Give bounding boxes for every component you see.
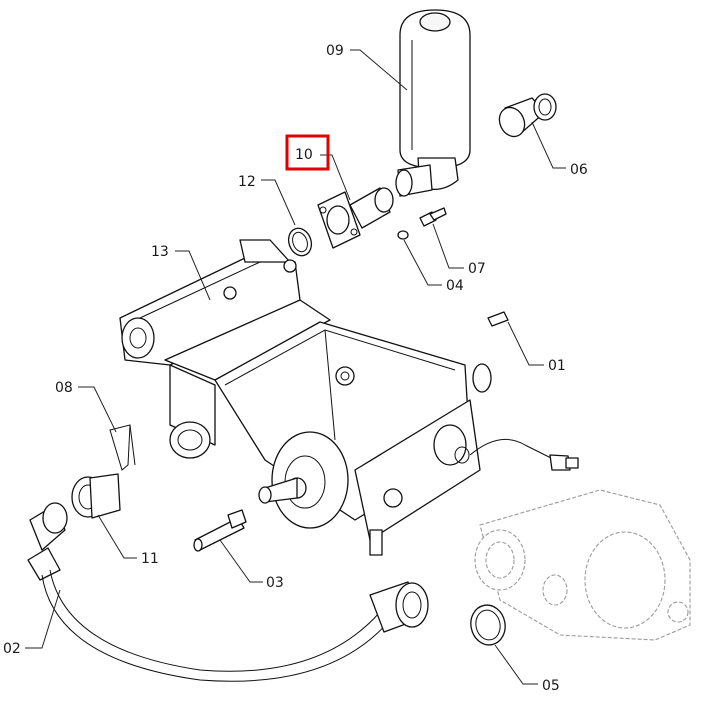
callout-01: 01 [548, 358, 566, 374]
elbow-fitting-part [498, 93, 557, 138]
clip-part [109, 424, 136, 471]
leader-06 [531, 121, 566, 169]
washer-part [397, 230, 409, 240]
callout-labels: 09 06 10 12 04 07 13 01 08 11 03 02 05 [3, 43, 588, 694]
callout-06: 06 [570, 162, 588, 178]
callout-10: 10 [295, 147, 313, 163]
callout-12: 12 [238, 174, 256, 190]
callout-08: 08 [55, 380, 73, 396]
sensor-cable-part [469, 438, 579, 471]
leader-03 [219, 539, 263, 583]
callout-04: 04 [446, 278, 464, 294]
seal-ring-part [470, 604, 506, 646]
leader-lines [25, 49, 566, 685]
accumulator-part [395, 9, 471, 197]
leader-02 [25, 589, 61, 649]
callout-09: 09 [326, 43, 344, 59]
shaft-pin-part [193, 509, 247, 552]
callout-05: 05 [542, 678, 560, 694]
leader-12 [261, 179, 296, 226]
leader-11 [97, 514, 137, 559]
manifold-head-part [119, 239, 301, 366]
gearbox-phantom-part [474, 489, 691, 641]
hose-part [27, 502, 429, 682]
callout-11: 11 [141, 551, 159, 567]
callout-07: 07 [468, 261, 486, 277]
leader-08 [78, 386, 117, 433]
o-ring-part [287, 227, 313, 257]
callout-03: 03 [266, 575, 284, 591]
callout-02: 02 [3, 641, 21, 657]
leader-07 [432, 223, 464, 269]
callout-13: 13 [151, 244, 169, 260]
flange-fitting-part [317, 187, 394, 249]
leader-09 [350, 49, 408, 91]
pump-body-part [164, 299, 492, 556]
leader-13 [175, 250, 211, 301]
callout-10-highlight-box [285, 134, 330, 171]
leader-05 [494, 644, 538, 685]
bolt-part [419, 207, 447, 227]
hose-connector-part [71, 473, 121, 519]
leader-01 [507, 321, 544, 366]
leader-10 [320, 154, 351, 201]
leader-04 [403, 239, 442, 286]
key-part [487, 311, 509, 327]
